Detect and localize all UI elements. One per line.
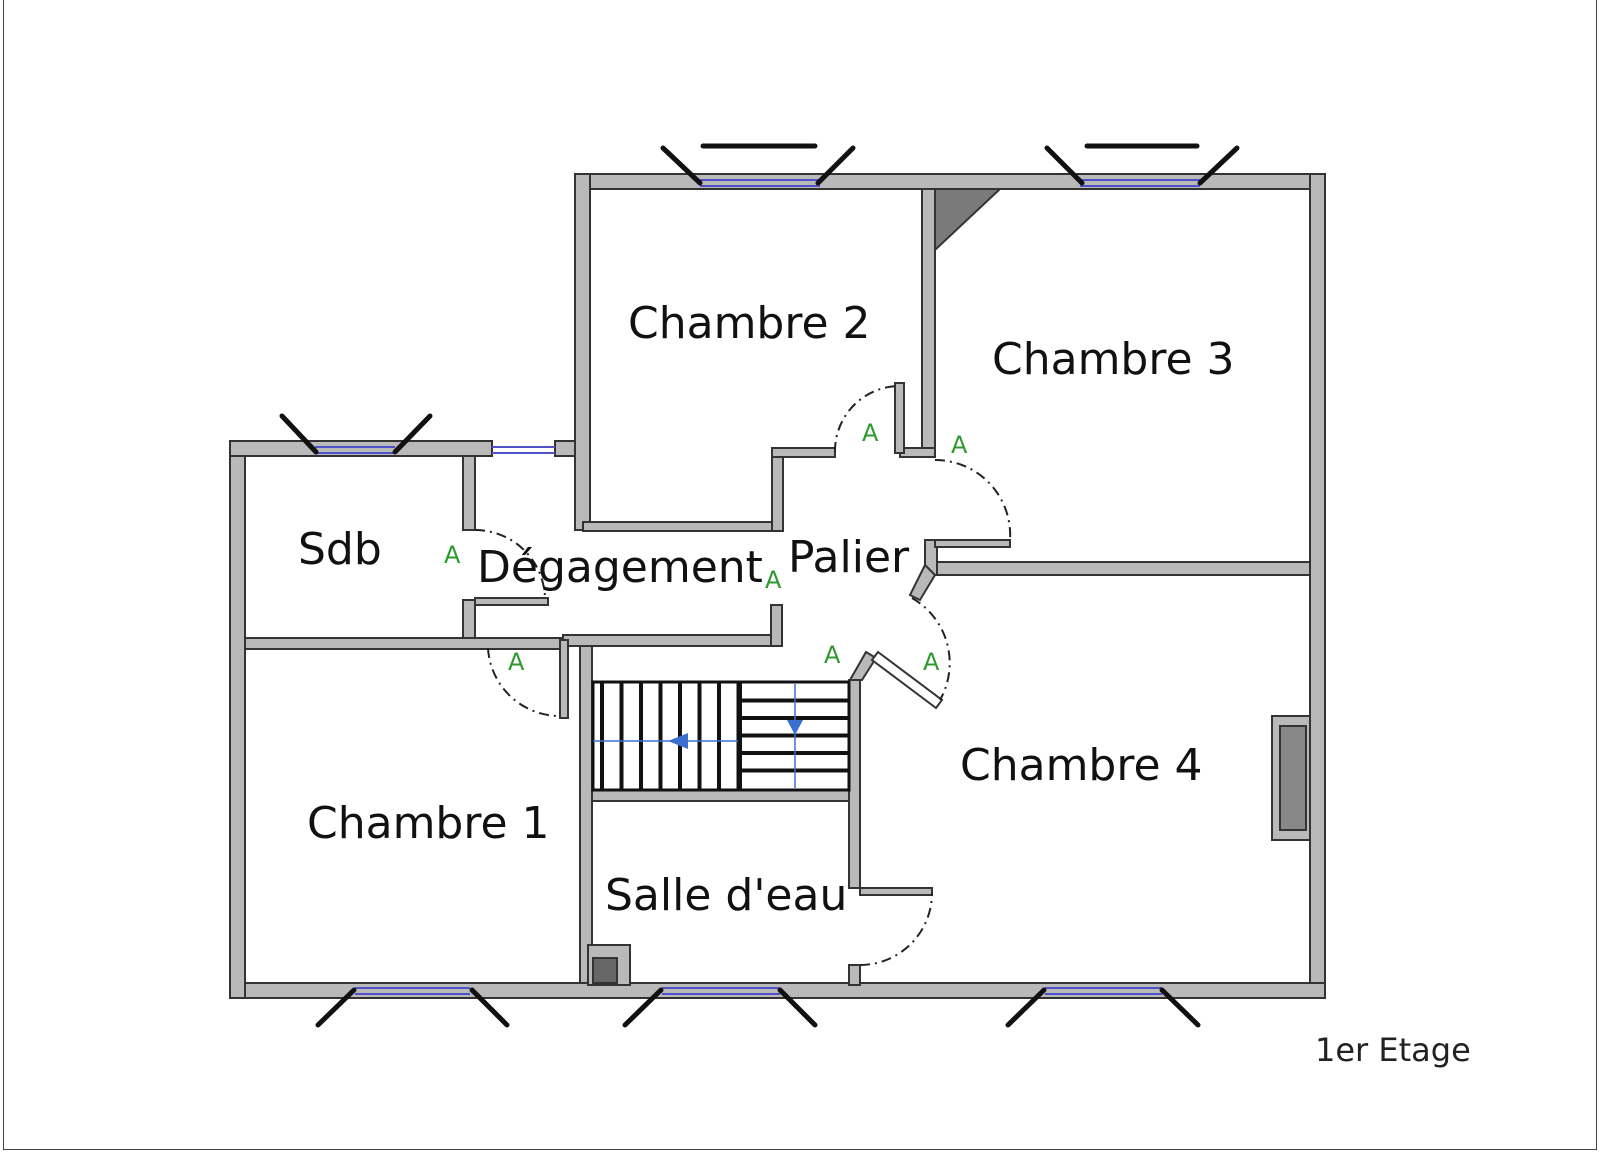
- wall-east: [1309, 173, 1326, 999]
- door-swing-salle-deau: [859, 892, 933, 966]
- door-tag: A: [508, 648, 525, 676]
- door-tag: A: [444, 541, 461, 569]
- radiator: [1279, 725, 1307, 831]
- shutter: [279, 413, 319, 455]
- shutter: [1005, 987, 1047, 1028]
- drawing-frame: [3, 0, 1597, 1150]
- shutter: [469, 987, 510, 1028]
- wall-chambre2-step: [771, 447, 784, 532]
- door-leaf-chambre2[interactable]: [894, 382, 905, 454]
- wall-sdb-east-top: [462, 455, 476, 531]
- room-label-chambre3: Chambre 3: [992, 334, 1235, 385]
- wall-stair-west: [579, 645, 593, 984]
- wall-salle-deau-east: [848, 679, 861, 889]
- room-label-chambre4: Chambre 4: [960, 740, 1203, 791]
- wall-north: [574, 173, 1326, 190]
- shutter: [392, 413, 433, 455]
- shutter: [622, 987, 664, 1028]
- stair-arrow-down-icon: [787, 720, 803, 735]
- shutter: [660, 145, 703, 186]
- duct: [592, 957, 618, 984]
- door-tag: A: [765, 566, 782, 594]
- door-tag: A: [862, 419, 879, 447]
- chimney-duct: [934, 188, 1003, 253]
- wall-chambre2-step-top: [771, 447, 836, 458]
- door-swings: [474, 385, 1012, 966]
- wall-palier-angle: [908, 563, 937, 602]
- wall-salle-deau-east-b: [848, 964, 861, 986]
- wall-degagement-stub: [770, 604, 783, 647]
- room-labels: Chambre 2 Chambre 3 Sdb Dégagement Palie…: [298, 298, 1235, 921]
- wall-degagement-south: [562, 634, 783, 647]
- wall-chambre2-south: [582, 521, 784, 532]
- room-label-palier: Palier: [788, 532, 910, 583]
- wall-north-wing: [229, 440, 493, 457]
- door-tags: A A A A A A A: [444, 419, 968, 676]
- door-swing-chambre1: [487, 647, 561, 718]
- stair-arrow-left-icon: [668, 733, 688, 749]
- shutter: [815, 145, 856, 186]
- shutter: [1197, 145, 1240, 186]
- shutter: [1159, 987, 1201, 1028]
- wall-chambre3-south: [934, 561, 1311, 576]
- door-swing-chambre3: [934, 458, 1012, 541]
- door-leaf-salle-deau[interactable]: [859, 887, 933, 896]
- wall-stair-south: [591, 789, 851, 802]
- shutter: [315, 987, 357, 1028]
- door-swing-sdb: [474, 529, 546, 599]
- room-label-chambre2: Chambre 2: [628, 298, 871, 349]
- door-tag: A: [923, 648, 940, 676]
- door-tag: A: [824, 641, 841, 669]
- room-label-sdb: Sdb: [298, 524, 382, 575]
- room-label-salle-deau: Salle d'eau: [605, 870, 847, 921]
- room-label-chambre1: Chambre 1: [307, 798, 550, 849]
- wall-chambre2-east-return: [899, 447, 936, 458]
- door-leaf-sdb[interactable]: [474, 597, 549, 606]
- wall-west: [229, 440, 246, 999]
- door-leaf-chambre1[interactable]: [559, 639, 569, 719]
- shutter: [1044, 145, 1085, 186]
- door-leaf-chambre4[interactable]: [870, 650, 944, 710]
- door-tag: A: [951, 431, 968, 459]
- floor-label: 1er Etage: [1315, 1031, 1471, 1069]
- windows: [279, 143, 1240, 1028]
- shutter: [777, 987, 818, 1028]
- staircase: [591, 680, 851, 792]
- door-leaf-chambre3[interactable]: [934, 539, 1011, 548]
- door-swing-chambre2: [833, 385, 901, 453]
- walls: [229, 173, 1326, 999]
- wall-chambre2-west: [574, 173, 591, 531]
- room-label-degagement: Dégagement: [477, 542, 763, 593]
- wall-palier-angle-b: [848, 650, 878, 681]
- wall-chambre2-east: [921, 188, 936, 458]
